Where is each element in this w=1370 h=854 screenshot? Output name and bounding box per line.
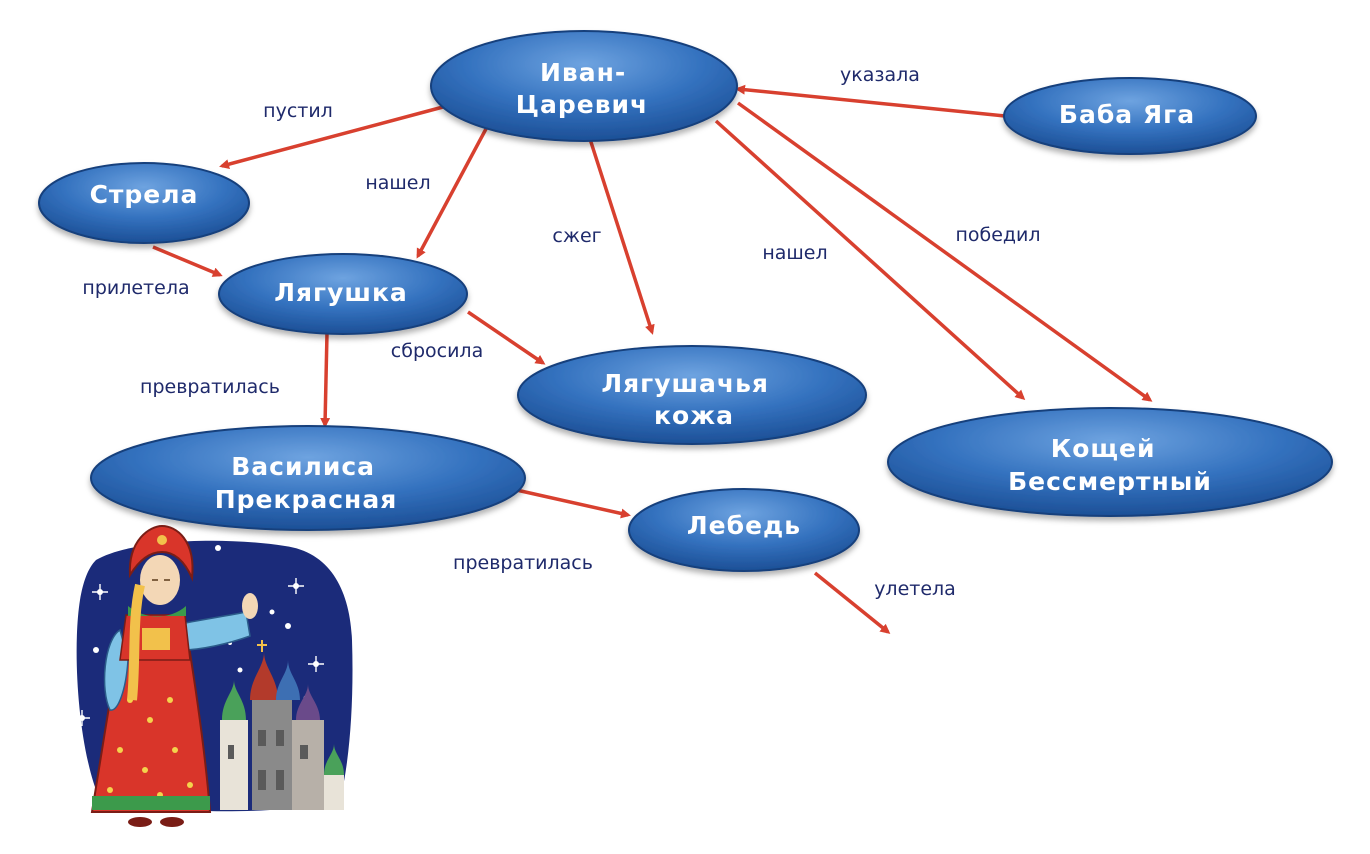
edge-labels: пустил нашел сжег нашел победил указала … xyxy=(82,64,1040,600)
node-koschei-line-2: Бессмертный xyxy=(1008,467,1212,496)
arrow-lebed-away xyxy=(813,571,891,634)
arrow-ivan-lyagushka xyxy=(416,126,489,259)
edge-label-prevratilas-2: превратилась xyxy=(453,552,593,574)
edge-label-nashel-2: нашел xyxy=(762,242,827,264)
node-vasilisa-prekrasnaya xyxy=(90,425,526,531)
node-kozha-line-2: кожа xyxy=(654,401,734,430)
edge-label-pobedil: победил xyxy=(955,224,1040,246)
arrow-ivan-strela xyxy=(219,105,444,170)
node-ivan-tsarevich xyxy=(430,30,738,142)
edge-label-priletela: прилетела xyxy=(82,277,189,299)
node-lyagushachya-kozha xyxy=(517,345,867,445)
node-lyagushka xyxy=(218,253,468,335)
node-strela xyxy=(38,162,250,244)
node-strela-label: Стрела xyxy=(90,180,199,209)
arrow-ivan-kozha xyxy=(588,138,655,335)
edge-label-prevratilas-1: превратилась xyxy=(140,376,280,398)
node-lebed-label: Лебедь xyxy=(687,511,801,540)
edge-label-uletela: улетела xyxy=(874,578,956,600)
node-ivan-line-2: Царевич xyxy=(516,90,648,119)
edge-label-pustil: пустил xyxy=(263,100,333,122)
church xyxy=(220,640,344,810)
node-koschei-line-1: Кощей xyxy=(1051,434,1156,463)
edge-label-nashel-1: нашел xyxy=(365,172,430,194)
node-lebed xyxy=(628,488,860,572)
node-kozha-label: Лягушачья кожа xyxy=(601,369,778,430)
node-kozha-line-1: Лягушачья xyxy=(601,369,769,398)
arrow-ivan-koschei-2 xyxy=(736,101,1153,402)
star-rays xyxy=(74,578,324,726)
arrow-ivan-koschei-1 xyxy=(714,119,1026,401)
node-baba-yaga-label: Баба Яга xyxy=(1059,100,1195,129)
arrow-lyagushka-vasilisa xyxy=(320,332,331,428)
node-ivan-line-1: Иван- xyxy=(540,58,626,87)
girl xyxy=(90,524,258,827)
node-lyagushka-label: Лягушка xyxy=(274,278,408,307)
node-vasilisa-line-1: Василиса xyxy=(231,452,375,481)
node-vasilisa-line-2: Прекрасная xyxy=(215,485,398,514)
edge-label-sbrosila: сбросила xyxy=(391,340,483,362)
arrows xyxy=(152,84,1153,634)
arrow-vasilisa-lebed xyxy=(511,487,631,519)
node-baba-yaga xyxy=(1003,77,1257,155)
edge-label-szheg: сжег xyxy=(552,225,601,247)
arrow-lyagushka-kozha xyxy=(467,310,546,365)
arrow-babayaga-ivan xyxy=(735,84,1006,118)
node-koschei-label: Кощей Бессмертный xyxy=(1008,434,1212,496)
node-koschei-bessmertny xyxy=(887,407,1333,517)
node-ivan-label: Иван- Царевич xyxy=(516,58,648,119)
node-vasilisa-label: Василиса Прекрасная xyxy=(215,452,398,514)
illustration-girl-with-church xyxy=(74,524,353,827)
edge-label-ukazala: указала xyxy=(840,64,920,86)
arrow-strela-lyagushka xyxy=(152,245,223,277)
